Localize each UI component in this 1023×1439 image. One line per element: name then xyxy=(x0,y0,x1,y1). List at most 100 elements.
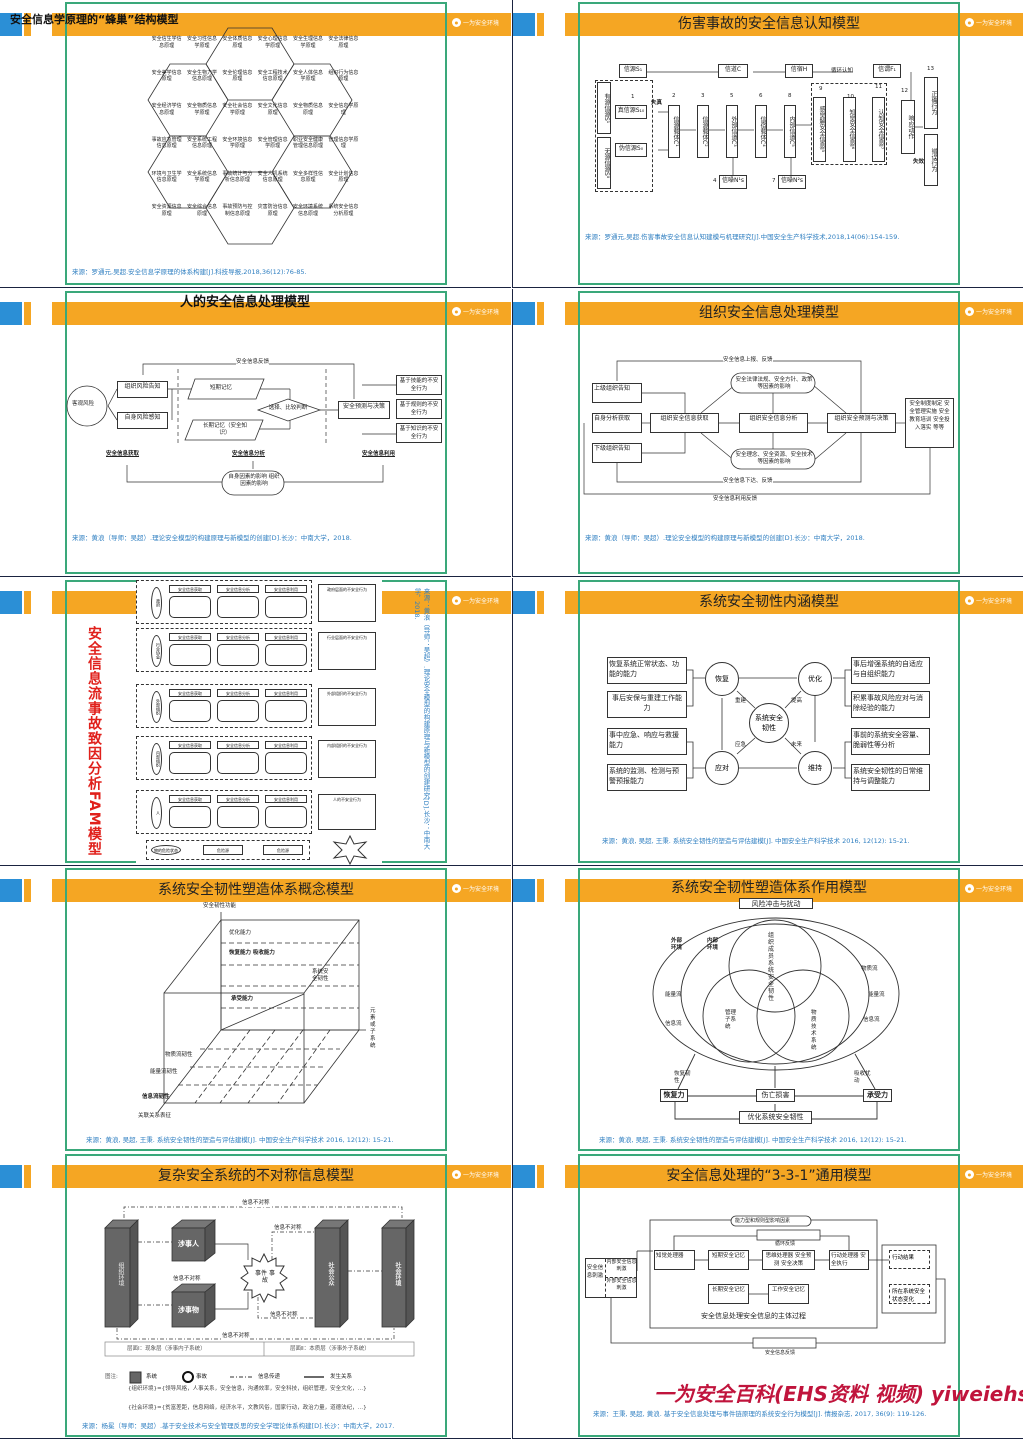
fam-result-col: 政府层面的不安全行为 行业层面的不安全行为 外部组织的不安全行为 内部组织的不安… xyxy=(318,580,380,830)
slide-title: 系统安全韧性内涵模型 xyxy=(699,594,839,610)
watermark: 一为安全百科(EHS资料 视频) yiweiehs.cn xyxy=(654,1382,1023,1406)
long-memory: 长期记忆（安全知识） xyxy=(202,423,247,436)
output-rule: 基于规则的不安全行为 xyxy=(396,399,442,419)
org-arrows xyxy=(583,360,931,495)
feedback-label: 安全信息反馈 xyxy=(765,1350,796,1356)
slide-title: 安全信息学原理的“蜂巢”结构模型 xyxy=(10,13,179,26)
proc-perception: 知觉处理器 xyxy=(654,1250,695,1270)
result-state: 所在系统安全状态变化 xyxy=(889,1284,930,1304)
input-upper: 上级组织告知 xyxy=(592,383,642,403)
title-banner xyxy=(565,1165,1023,1188)
slide-resilience-concept: 系统安全韧性塑造体系概念模型 ●一为安全环境 xyxy=(0,866,511,1154)
circle-mgmt: 管理子系统 xyxy=(725,1010,737,1030)
slide-frame xyxy=(65,1154,447,1437)
logo: ●一为安全环境 xyxy=(965,1170,1012,1179)
stage-utilize: 安全信息利用 xyxy=(362,451,396,457)
right-box-2: 积累事故风险应对与消除经验的能力 xyxy=(851,691,930,718)
slide-fam: 安全信息流事故致因分析FAM模型 ●一为安全环境 政府 安全信息获取 安全信息分… xyxy=(0,578,511,866)
y-axis-label: 安全韧性功能 xyxy=(203,903,237,909)
blue-accent xyxy=(0,302,22,325)
top-box: 风险冲击与扰动 xyxy=(739,898,813,909)
node-maintain: 维持 xyxy=(798,751,832,785)
step-decide: 组织安全预测与决策 xyxy=(827,413,896,433)
feedback-label: 安全信息反馈 xyxy=(236,359,270,366)
circle-tech: 物质技术系统 xyxy=(811,1010,817,1051)
orange-accent xyxy=(537,13,544,36)
influence-bottom: 安全理念、安全资源、安全技术等因素的影响 xyxy=(735,452,813,465)
logo-icon: ● xyxy=(452,596,461,605)
slide-frame xyxy=(65,291,447,574)
event-burst-icon xyxy=(240,1252,288,1304)
slide-frame xyxy=(578,868,960,1151)
right-box-3: 事前的系统安全容量、脆弱性等分析 xyxy=(851,728,930,755)
logo-icon: ● xyxy=(965,18,974,27)
honeycomb-diagram xyxy=(147,27,353,245)
org-notice-box: 组织风险告知 xyxy=(117,381,168,398)
cog-box-10: 知觉安全信息I⁶ xyxy=(843,97,856,162)
slide-asymmetric: 复杂安全系统的不对称信息模型 ●一为安全环境 xyxy=(0,1152,511,1439)
noise-box-4: 信噪N¹s xyxy=(719,175,747,189)
event-label: 事件 事故 xyxy=(255,1270,275,1284)
bear-box: 承受力 xyxy=(863,1089,892,1102)
pillar-public: 社会公众 xyxy=(327,1262,334,1286)
fam-row: 政府 安全信息获取 安全信息分析 安全信息利用 xyxy=(136,580,312,624)
source-citation: 来源：黄浪, 吴超, 王秉. 系统安全韧性的塑造与评估建模[J]. 中国安全生产… xyxy=(86,1136,394,1144)
right-box-4: 系统安全韧性的日常维持与调整能力 xyxy=(851,764,930,791)
issue-loop: 安全信息下达、反馈 xyxy=(723,478,773,485)
title-banner xyxy=(52,879,511,902)
accident-star-icon xyxy=(332,834,368,865)
left-box-1: 恢复系统正常状态、功能的能力 xyxy=(607,657,687,684)
left-box-4: 系统的监测、检测与预警预报能力 xyxy=(607,764,687,791)
active-source: 有源信源S¹ xyxy=(597,82,611,134)
proc-short-mem: 短期安全记忆 xyxy=(708,1250,749,1270)
response-box: 响应动作 xyxy=(901,100,915,154)
orange-accent xyxy=(537,879,544,902)
mem-long: 长期安全记忆 xyxy=(708,1284,749,1304)
slide-title: 系统安全韧性塑造体系概念模型 xyxy=(158,882,354,898)
blue-accent xyxy=(0,13,22,36)
slide-title: 伤害事故的安全信息认知模型 xyxy=(678,16,860,32)
circle-org: 组织成员系统安全韧性 xyxy=(768,932,775,1002)
slide-frame xyxy=(578,1154,960,1437)
loop-label: 循环认知 xyxy=(831,68,854,74)
self-perceive-box: 自身风险感知 xyxy=(117,412,168,429)
source-citation: 来源：王秉, 吴超, 黄浪. 基于安全信息处理与事件链原理的系统安全行为模型[J… xyxy=(593,1410,927,1418)
orange-accent xyxy=(24,591,31,614)
recover-box: 恢复力 xyxy=(660,1089,688,1102)
logo: ●一为安全环境 xyxy=(452,1170,499,1179)
right-box-1: 事后增强系统的自适应与自组织能力 xyxy=(851,657,930,684)
cube-object: 涉事物 xyxy=(178,1306,199,1314)
correct-behavior: 正确行为 xyxy=(924,77,938,129)
331-diagram xyxy=(610,1215,946,1349)
slide-org-processing: 组织安全信息处理模型 ●一为安全环境 安全信息上报、反馈 安全信息下达、反馈 安… xyxy=(512,289,1023,577)
title-banner xyxy=(565,302,1023,325)
use-loop: 安全信息利用反馈 xyxy=(713,496,758,503)
optimize-box: 优化系统安全韧性 xyxy=(739,1111,812,1124)
orange-accent xyxy=(537,302,544,325)
slide-honeycomb: 安全信息学原理的“蜂巢”结构模型 ●一为安全环境 安全信生学信息原理 安全习性信… xyxy=(0,0,511,288)
short-memory: 短期记忆 xyxy=(210,385,233,391)
blue-accent xyxy=(513,13,535,36)
input-self: 自身分析获取 xyxy=(592,413,642,433)
chain-box-2: 信源载体C¹ xyxy=(668,105,680,158)
fam-row: 内部组织 安全信息获取 安全信息分析 安全信息利用 xyxy=(136,736,312,780)
report-loop: 安全信息上报、反馈 xyxy=(723,357,773,364)
fam-row: 外部组织 安全信息获取 安全信息分析 安全信息利用 xyxy=(136,684,312,728)
x-axis-label: 元素或子系统 xyxy=(370,1008,376,1049)
risk-label: 客观风险 xyxy=(72,401,95,407)
factors-label: 自身因素的影响 组织因素的影响 xyxy=(228,474,280,487)
node-respond: 应对 xyxy=(705,751,739,785)
cube-person: 涉事人 xyxy=(178,1240,199,1248)
left-box-3: 事中应急、响应与救援能力 xyxy=(607,728,687,755)
human-arrows xyxy=(66,363,396,496)
source-citation: 来源：黄浪（导师：吴超）.理论安全模型的构建原理与新模型的创建[D].长沙：中南… xyxy=(72,534,352,542)
system-label: 系统安全韧性 xyxy=(312,969,329,982)
title-banner xyxy=(52,13,511,36)
influence-top: 安全法律法规、安全方针、政策等因素的影响 xyxy=(735,377,813,390)
logo: ●一为安全环境 xyxy=(965,307,1012,316)
judge-label: 选择、比较判断 xyxy=(268,405,308,411)
asymmetric-diagram xyxy=(104,1206,415,1384)
noise-box-7: 信噪N²s xyxy=(778,175,806,189)
slide-331-model: 安全信息处理的“3-3-1”通用模型 ●一为安全环境 能力型和规则型影响因素 循… xyxy=(512,1152,1023,1439)
